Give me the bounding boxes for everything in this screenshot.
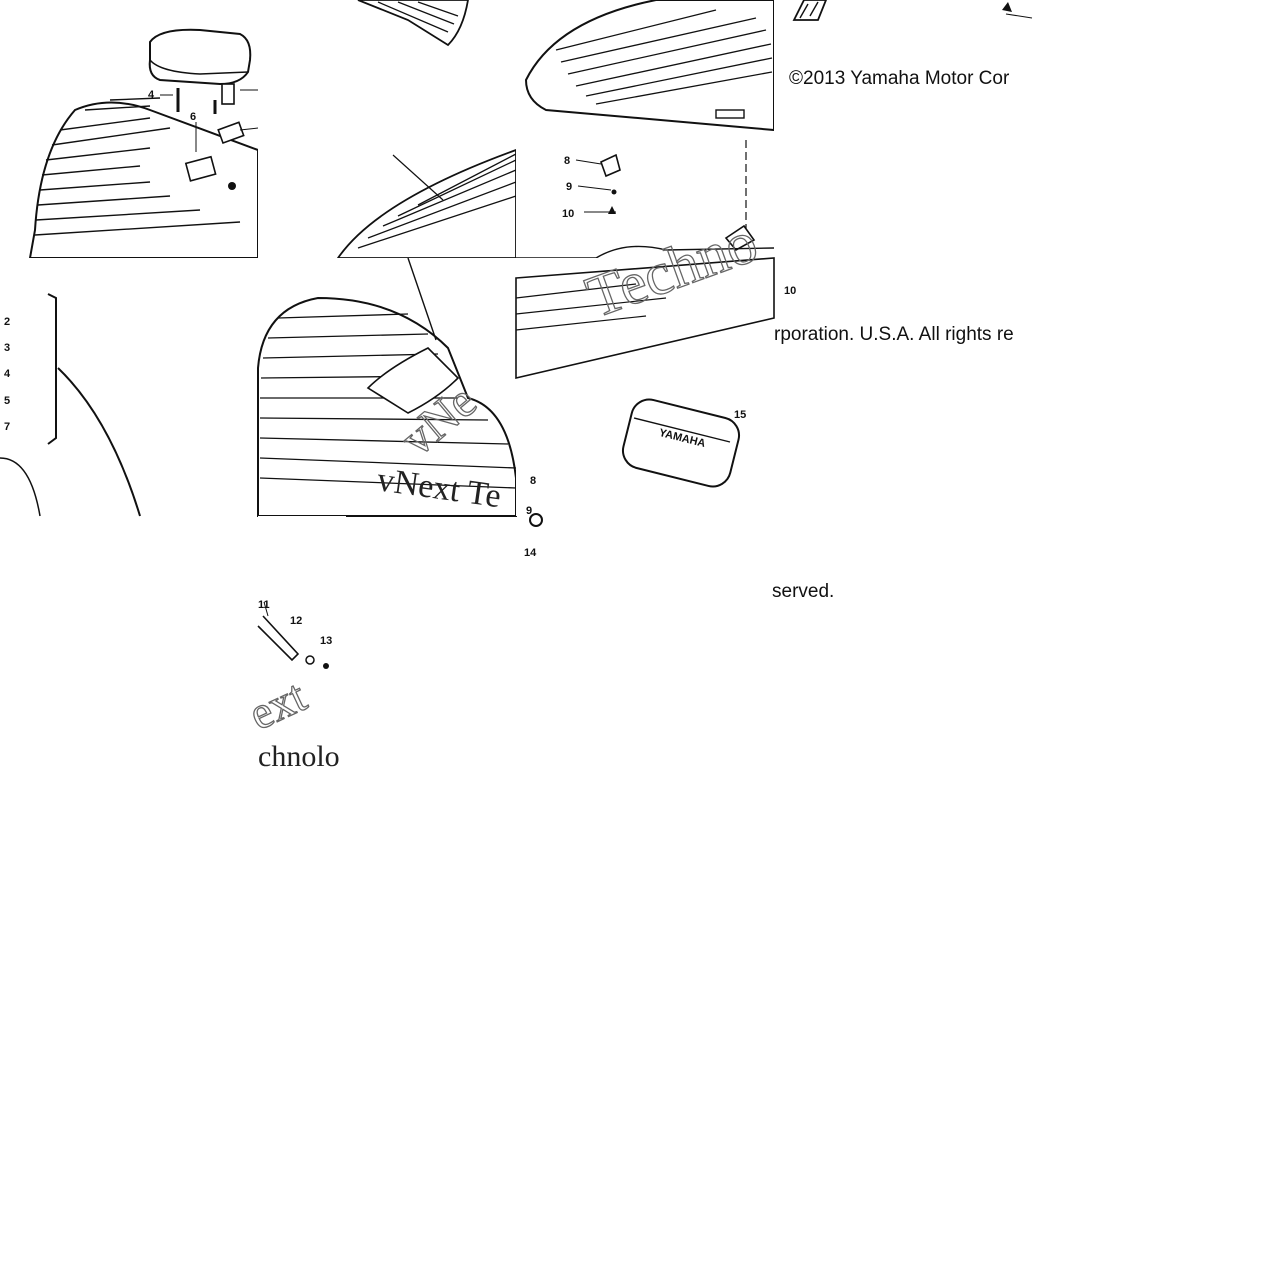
diagram-tile-seat-base: Techno YAMAHA bbox=[515, 207, 775, 516]
bracket-drawing: 2 3 4 5 7 bbox=[0, 293, 141, 517]
diagram-tile-hardware: 10 15 8 bbox=[516, 285, 806, 518]
diagram-tile-main-seat: vNext Te vNe bbox=[257, 257, 517, 517]
watermark-outline: ext bbox=[241, 670, 314, 740]
bolts-drawing: 11 12 13 ext chnolo bbox=[240, 599, 340, 773]
callout-label: 8 bbox=[530, 475, 536, 487]
small-parts-drawing: 9 14 bbox=[524, 505, 543, 559]
diagram-tile-emblem: ©2013 Yamaha Motor Cor bbox=[774, 0, 1033, 258]
callout-label: 3 bbox=[4, 342, 10, 354]
callout-label: 13 bbox=[320, 635, 332, 647]
callout-label: 8 bbox=[564, 155, 570, 167]
callout-label: 7 bbox=[4, 421, 10, 433]
callout-label: 11 bbox=[258, 599, 270, 611]
diagram-tile-rear-seat: 4 6 bbox=[0, 0, 259, 259]
copyright-line-1: ©2013 Yamaha Motor Cor bbox=[789, 68, 1010, 89]
rear-seat-drawing: 4 6 bbox=[28, 28, 259, 259]
callout-label: 4 bbox=[148, 89, 155, 101]
callout-label: 15 bbox=[734, 409, 746, 421]
diagram-tile-bracket: 2 3 4 5 7 bbox=[0, 258, 258, 517]
callout-label: 10 bbox=[784, 285, 796, 297]
callout-label: 9 bbox=[526, 505, 532, 517]
main-seat-drawing: vNext Te vNe bbox=[257, 257, 517, 517]
emblem-drawing bbox=[792, 0, 1033, 21]
callout-label: 9 bbox=[566, 181, 572, 193]
seat-center-drawing bbox=[336, 0, 517, 259]
callout-label: 4 bbox=[4, 368, 11, 380]
hardware-drawing: 10 15 8 bbox=[530, 285, 796, 487]
diagram-tile-small-parts: 9 14 bbox=[516, 500, 596, 570]
diagram-tile-bolts: 11 12 13 ext chnolo bbox=[240, 516, 346, 774]
callout-label: 2 bbox=[4, 316, 10, 328]
callout-label: 5 bbox=[4, 395, 10, 407]
diagram-tile-seat-hinge: 8 9 10 bbox=[516, 0, 775, 259]
callout-label: 6 bbox=[190, 111, 196, 123]
seat-hinge-drawing: 8 9 10 bbox=[516, 0, 775, 259]
diagram-tile-seat-center bbox=[258, 0, 517, 259]
callout-label: 10 bbox=[562, 208, 574, 220]
watermark-text: chnolo bbox=[258, 740, 340, 773]
callout-label: 12 bbox=[290, 615, 302, 627]
copyright-line-2: rporation. U.S.A. All rights re bbox=[774, 324, 1014, 345]
callout-label: 14 bbox=[524, 547, 537, 559]
copyright-line-3: served. bbox=[772, 581, 835, 602]
